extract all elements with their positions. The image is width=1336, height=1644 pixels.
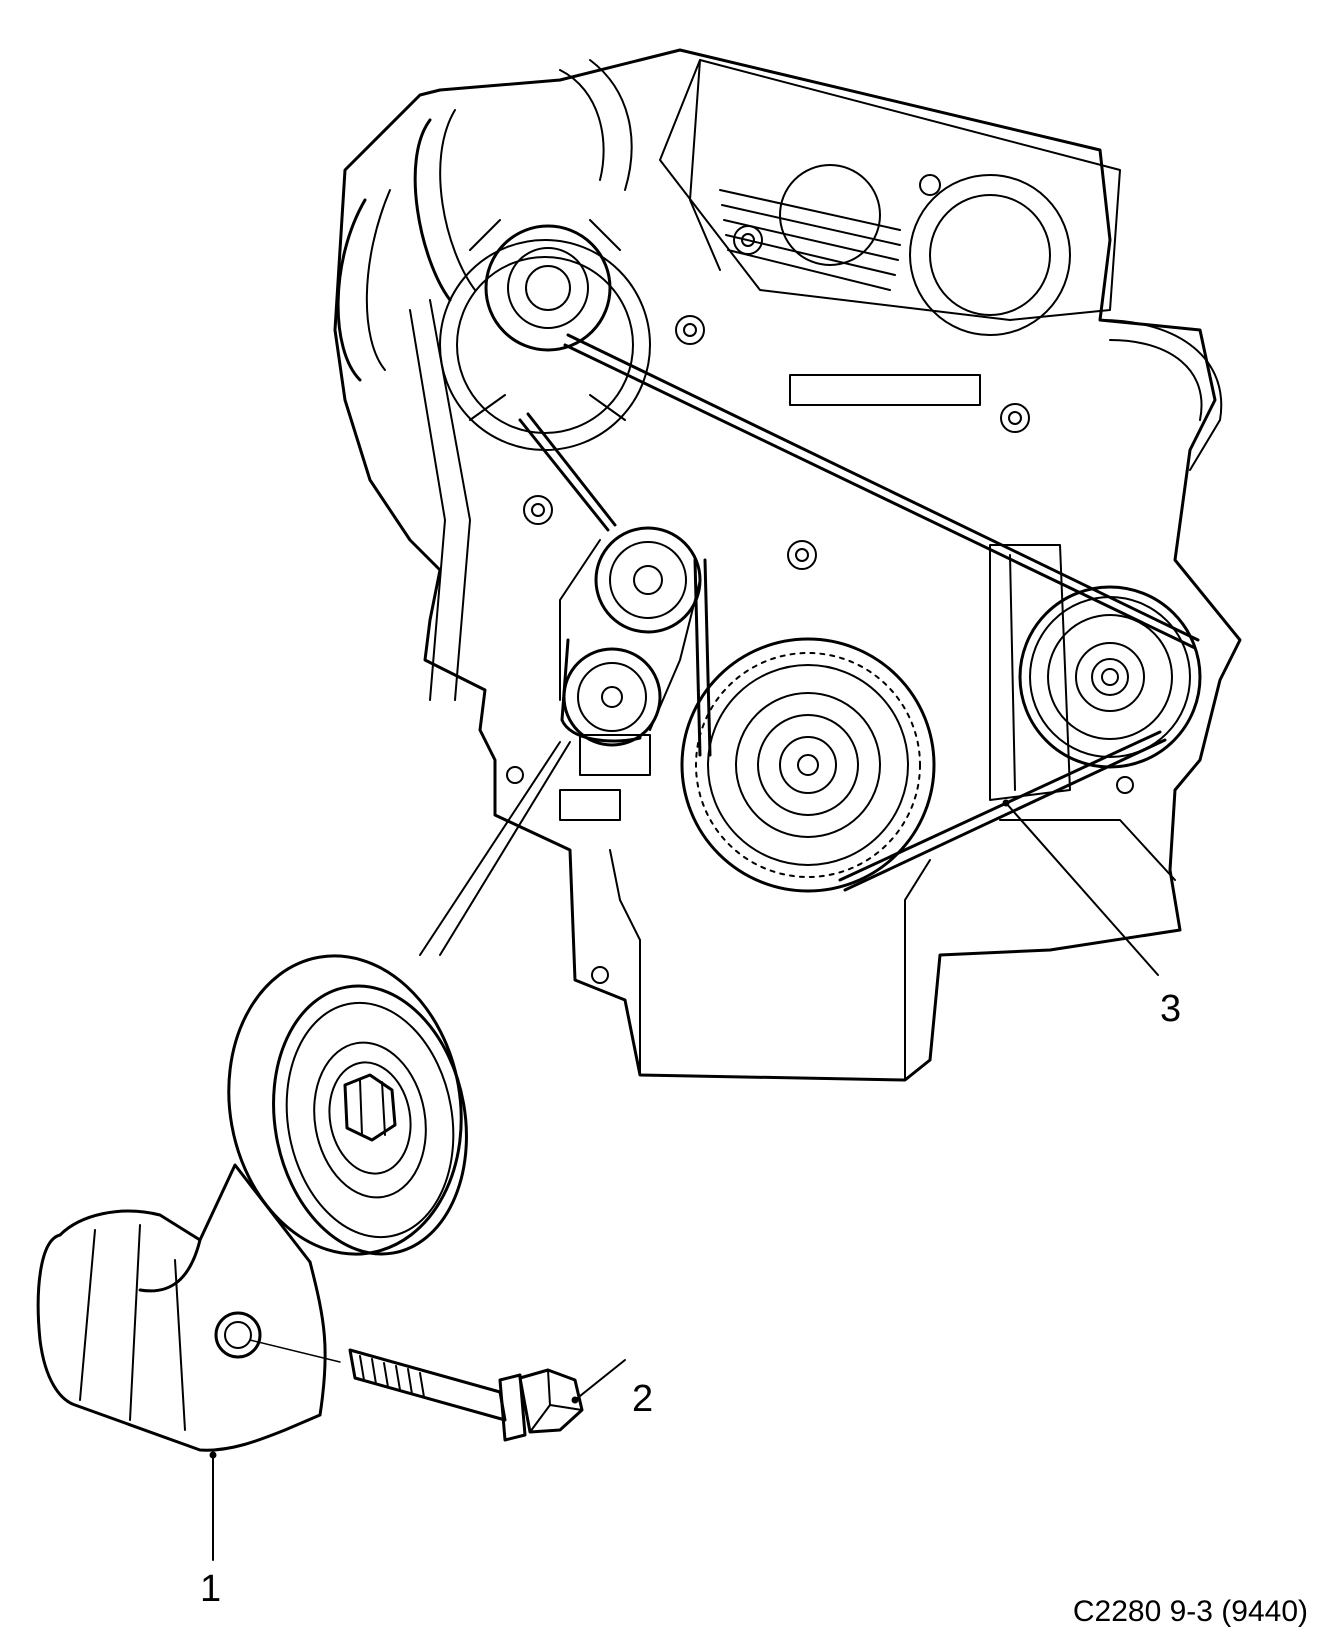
leader-lines	[209, 741, 1159, 1561]
tensioner-bolt	[249, 1339, 584, 1442]
alternator	[439, 219, 651, 451]
callout-3: 3	[1160, 988, 1182, 1030]
figure-reference: C2280 9-3 (9440)	[1072, 1595, 1308, 1628]
engine-block-outline	[333, 48, 1242, 1082]
callout-1: 1	[200, 1568, 222, 1610]
ac-compressor-pulley	[1018, 585, 1202, 769]
callout-2: 2	[632, 1378, 654, 1420]
engine-assembly	[333, 48, 1242, 1082]
belt-tensioner	[36, 954, 468, 1452]
idler-pulleys	[559, 526, 702, 747]
drive-belt	[518, 333, 1200, 892]
crankshaft-pulley	[680, 637, 936, 893]
